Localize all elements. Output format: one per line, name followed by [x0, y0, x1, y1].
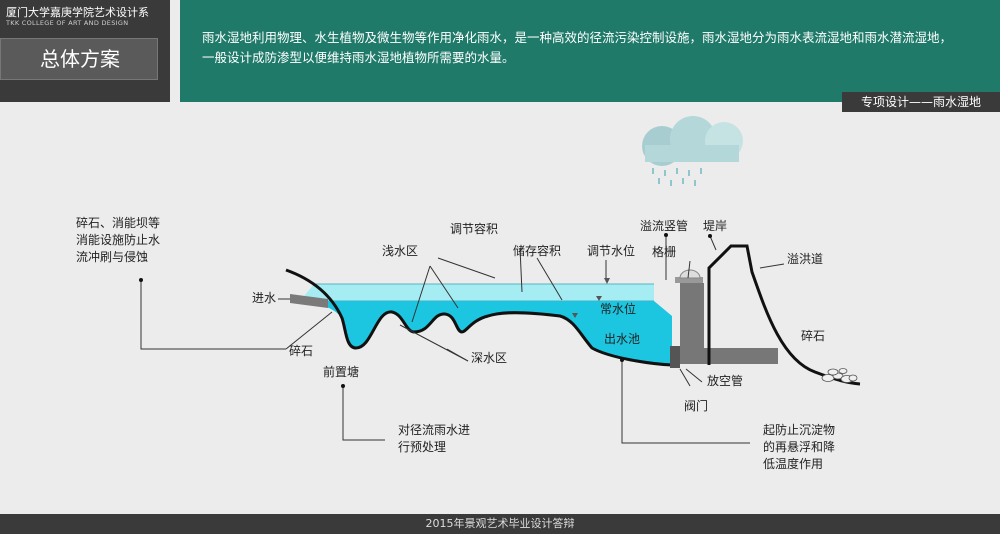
- label-outlet-pool: 出水池: [604, 332, 640, 346]
- label-inlet: 进水: [252, 291, 276, 305]
- label-spillway: 溢洪道: [787, 252, 823, 266]
- drain-pipe: [676, 348, 778, 364]
- intro-line-1: 雨水湿地利用物理、水生植物及微生物等作用净化雨水，是一种高效的径流污染控制设施，…: [202, 30, 953, 45]
- intro-panel: 雨水湿地利用物理、水生植物及微生物等作用净化雨水，是一种高效的径流污染控制设施，…: [180, 0, 1000, 102]
- section-title-box: 总体方案: [0, 38, 158, 80]
- label-sediment-1: 起防止沉淀物: [763, 422, 835, 437]
- label-treat-2: 行预处理: [398, 440, 446, 454]
- label-normal-level: 常水位: [600, 301, 636, 316]
- school-name-en: TKK COLLEGE OF ART AND DESIGN: [6, 19, 129, 27]
- label-drain-pipe: 放空管: [707, 373, 743, 388]
- label-deep: 深水区: [471, 351, 507, 365]
- label-embankment: 堤岸: [703, 219, 727, 233]
- label-shallow: 浅水区: [382, 244, 418, 258]
- water-level-markers: [572, 278, 610, 318]
- rain-cloud-icon: [642, 116, 743, 186]
- valve-icon: [670, 346, 680, 368]
- gravel-icon: [821, 368, 858, 383]
- inlet-pipe: [290, 294, 328, 308]
- subtitle-tag: 专项设计——雨水湿地: [842, 92, 1000, 112]
- label-overflow-pipe: 溢流竖管: [640, 218, 688, 233]
- school-name-cn: 厦门大学嘉庚学院艺术设计系: [6, 6, 149, 19]
- intro-line-2: 一般设计成防渗型以便维持雨水湿地植物所需要的水量。: [202, 50, 515, 65]
- label-valve: 阀门: [684, 398, 708, 413]
- grille-icon: [675, 277, 703, 283]
- label-gravel-left: 碎石: [289, 343, 313, 358]
- intro-text: 雨水湿地利用物理、水生植物及微生物等作用净化雨水，是一种高效的径流污染控制设施，…: [202, 28, 992, 68]
- label-energy-1: 碎石、消能坝等: [76, 215, 160, 230]
- label-regulate-volume: 调节容积: [450, 221, 498, 236]
- label-energy-3: 流冲刷与侵蚀: [76, 249, 148, 264]
- label-regulate-level: 调节水位: [587, 243, 635, 258]
- footer-bar: 2015年景观艺术毕业设计答辩: [0, 514, 1000, 534]
- leader-dots: [139, 233, 712, 388]
- wetland-profile-line: [285, 268, 673, 367]
- label-grille: 格栅: [652, 244, 676, 259]
- label-treat-1: 对径流雨水进: [398, 423, 470, 437]
- section-title: 总体方案: [40, 47, 120, 71]
- label-gravel-right: 碎石: [801, 328, 825, 343]
- riser-dome-icon: [679, 269, 701, 279]
- shallow-water-area: [300, 284, 654, 301]
- label-sediment-3: 低温度作用: [763, 456, 823, 471]
- label-energy-2: 消能设施防止水: [76, 232, 160, 247]
- label-sediment-2: 的再悬浮和降: [763, 439, 835, 454]
- header-panel: 厦门大学嘉庚学院艺术设计系 TKK COLLEGE OF ART AND DES…: [0, 0, 170, 102]
- deep-water-area: [300, 301, 672, 365]
- label-storage-volume: 储存容积: [513, 243, 561, 258]
- leader-lines: [140, 235, 785, 444]
- label-forebay: 前置塘: [323, 364, 359, 379]
